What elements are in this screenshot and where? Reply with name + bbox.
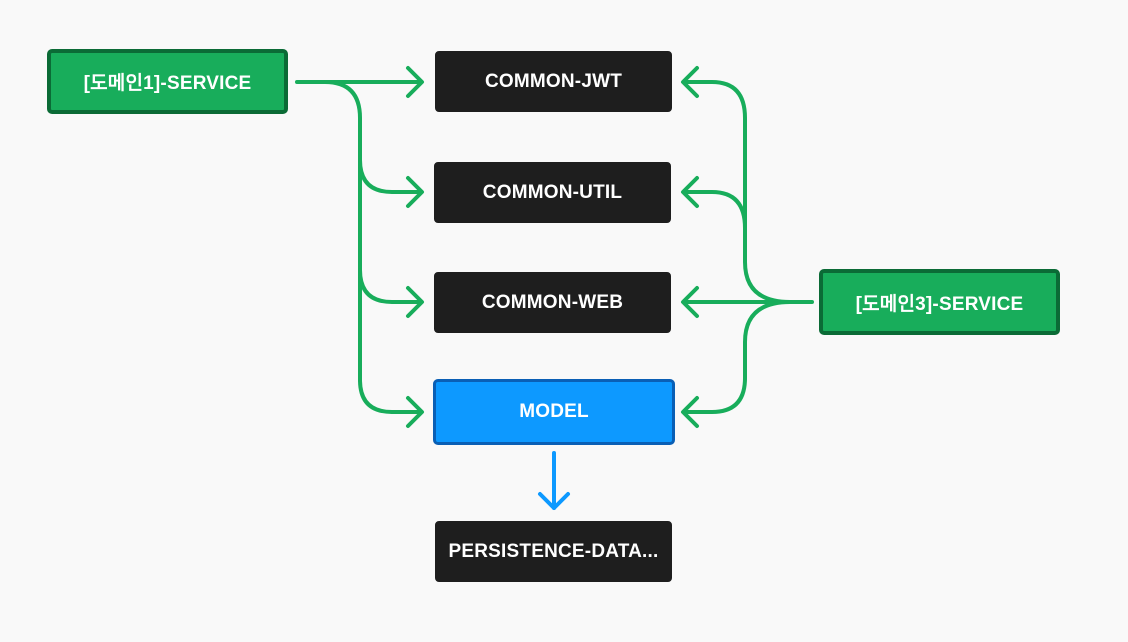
arrowhead-persistence — [538, 492, 570, 510]
arrowhead-jwt-right — [681, 66, 699, 98]
arrowhead-web-left — [406, 286, 424, 318]
node-persistence-data[interactable]: PERSISTENCE-DATA... — [435, 521, 672, 582]
edge-domain1-to-util — [358, 158, 422, 194]
node-domain1-service[interactable]: [도메인1]-SERVICE — [47, 49, 288, 114]
node-common-jwt[interactable]: COMMON-JWT — [435, 51, 672, 112]
node-common-util[interactable]: COMMON-UTIL — [434, 162, 671, 223]
edge-domain3-to-util — [683, 190, 747, 230]
edge-domain3-upper — [683, 80, 792, 304]
node-domain3-service[interactable]: [도메인3]-SERVICE — [819, 269, 1060, 335]
arrowhead-model-right — [681, 396, 699, 428]
node-common-util-label: COMMON-UTIL — [482, 181, 623, 203]
edge-domain1-trunk — [323, 80, 394, 414]
node-model-label: MODEL — [519, 401, 589, 422]
node-common-web-label: COMMON-WEB — [481, 291, 624, 313]
node-common-jwt-label: COMMON-JWT — [484, 70, 623, 92]
node-persistence-data-label: PERSISTENCE-DATA... — [448, 540, 659, 562]
arrowhead-util-left — [406, 176, 424, 208]
arrowhead-model-left — [406, 396, 424, 428]
edge-domain3-lower — [683, 300, 792, 414]
node-domain1-service-label: [도메인1]-SERVICE — [83, 73, 252, 94]
arrowhead-util-right — [681, 176, 699, 208]
arrowhead-jwt-left — [406, 66, 424, 98]
edge-domain1-to-web — [358, 268, 422, 304]
node-common-web[interactable]: COMMON-WEB — [434, 272, 671, 333]
node-domain3-service-label: [도메인3]-SERVICE — [855, 293, 1024, 315]
node-model[interactable]: MODEL — [433, 379, 675, 445]
arrowhead-web-right — [681, 286, 699, 318]
